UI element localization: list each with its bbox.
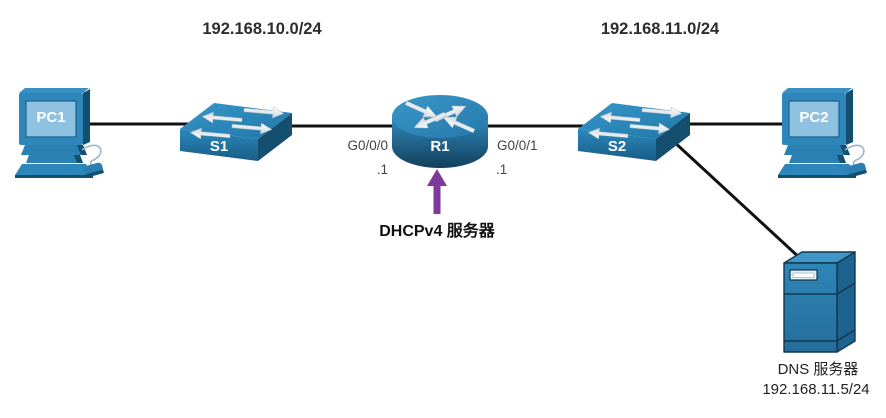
dhcp-server-label: DHCPv4 服务器 bbox=[379, 223, 495, 240]
switch-arrows bbox=[189, 106, 285, 140]
s2-label: S2 bbox=[607, 138, 627, 155]
monitor-top-face bbox=[19, 88, 89, 93]
router-r1-icon bbox=[392, 95, 488, 168]
server-front-face bbox=[783, 262, 838, 353]
network1-label: 192.168.10.0/24 bbox=[202, 20, 322, 38]
monitor-pedestal-shade bbox=[74, 155, 83, 163]
monitor-stand bbox=[21, 145, 87, 155]
link-s2-dns bbox=[670, 138, 804, 262]
switch-s1-icon bbox=[180, 103, 292, 161]
mouse-icon bbox=[83, 162, 104, 178]
pc1-icon bbox=[15, 88, 104, 178]
network2-label: 192.168.11.0/24 bbox=[600, 20, 720, 38]
router-arrows bbox=[404, 100, 476, 134]
server-drive-slot-inner bbox=[792, 272, 815, 278]
monitor-screen bbox=[788, 100, 840, 138]
switch-side-face bbox=[656, 113, 690, 161]
pc2-label: PC2 bbox=[799, 109, 829, 126]
keyboard-edge bbox=[15, 175, 93, 178]
keyboard bbox=[15, 164, 93, 175]
dns-server-ip-label: 192.168.11.5/24 bbox=[762, 381, 870, 398]
mouse-icon bbox=[846, 162, 867, 178]
r1-label: R1 bbox=[430, 138, 450, 155]
monitor-top-face bbox=[782, 88, 852, 93]
switch-side-face bbox=[258, 113, 292, 161]
keyboard-edge bbox=[778, 175, 856, 178]
server-seam-side bbox=[836, 282, 856, 295]
monitor-pedestal bbox=[789, 155, 846, 163]
mouse-cable bbox=[844, 144, 865, 166]
dhcp-pointer-arrow bbox=[427, 169, 447, 214]
switch-arrows bbox=[587, 106, 683, 140]
keyboard bbox=[778, 164, 856, 175]
g001-ip-label: .1 bbox=[496, 162, 508, 177]
g001-label: G0/0/1 bbox=[497, 138, 538, 153]
monitor-pedestal-shade bbox=[837, 155, 846, 163]
s1-label: S1 bbox=[209, 138, 229, 155]
monitor-stand bbox=[784, 145, 850, 155]
monitor-side-face bbox=[846, 89, 853, 145]
dns-server-label: DNS 服务器 bbox=[777, 361, 859, 378]
pc2-icon bbox=[778, 88, 867, 178]
pc1-label: PC1 bbox=[36, 109, 66, 126]
server-side-face bbox=[836, 251, 856, 353]
server-base-seam-side bbox=[836, 329, 856, 342]
g000-label: G0/0/0 bbox=[347, 138, 388, 153]
monitor-pedestal bbox=[26, 155, 83, 163]
g000-ip-label: .1 bbox=[376, 162, 388, 177]
dns-server-icon bbox=[783, 251, 856, 353]
mouse-cable bbox=[81, 144, 102, 166]
monitor-side-face bbox=[83, 89, 90, 145]
switch-s2-icon bbox=[578, 103, 690, 161]
monitor-screen bbox=[25, 100, 77, 138]
